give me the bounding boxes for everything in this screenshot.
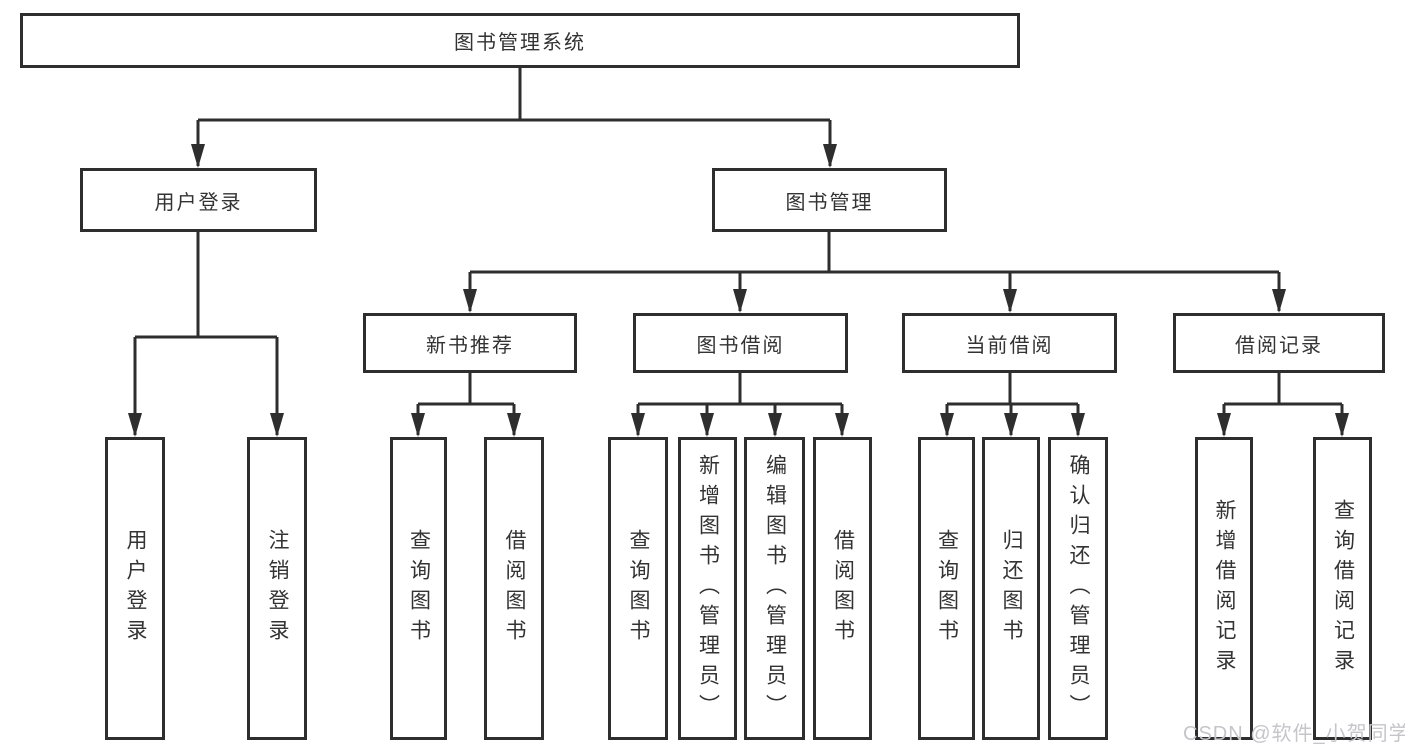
leaf-borrow-books-nb: 借阅图书 bbox=[484, 437, 544, 740]
node-new-book-recommendation: 新书推荐 bbox=[363, 313, 577, 373]
connector-path bbox=[133, 68, 1344, 435]
arrowhead-icon bbox=[191, 144, 205, 168]
leaf-query-books-nb: 查询图书 bbox=[390, 437, 447, 740]
arrowhead-icon bbox=[823, 144, 837, 168]
node-current-borrowing: 当前借阅 bbox=[902, 313, 1117, 373]
arrowhead-icon bbox=[1217, 413, 1231, 437]
arrowhead-icon bbox=[631, 413, 645, 437]
leaf-add-borrow-record: 新增借阅记录 bbox=[1195, 437, 1253, 740]
arrowhead-icon bbox=[1272, 289, 1286, 313]
arrowhead-icon bbox=[733, 289, 747, 313]
arrowhead-icon bbox=[768, 413, 782, 437]
watermark: CSDN @软件_小贺同学 bbox=[1183, 723, 1405, 745]
leaf-logout: 注销登录 bbox=[247, 437, 307, 740]
leaf-query-books-bb: 查询图书 bbox=[608, 437, 668, 740]
leaf-return-books: 归还图书 bbox=[982, 437, 1040, 740]
leaf-user-login: 用户登录 bbox=[105, 437, 165, 740]
leaf-edit-books-admin: 编辑图书（管理员） bbox=[744, 437, 805, 740]
leaf-query-books-cb: 查询图书 bbox=[918, 437, 975, 740]
leaf-add-books-admin: 新增图书（管理员） bbox=[678, 437, 737, 740]
arrowhead-icon bbox=[1003, 289, 1017, 313]
node-book-borrowing: 图书借阅 bbox=[633, 313, 848, 373]
leaf-confirm-return-admin: 确认归还（管理员） bbox=[1048, 437, 1108, 740]
arrowhead-icon bbox=[270, 413, 284, 437]
arrowhead-icon bbox=[1071, 413, 1085, 437]
leaf-query-borrow-record: 查询借阅记录 bbox=[1313, 437, 1372, 740]
node-user-login: 用户登录 bbox=[80, 168, 317, 232]
arrowhead-icon bbox=[940, 413, 954, 437]
arrowhead-icon bbox=[507, 413, 521, 437]
node-library-management-system: 图书管理系统 bbox=[20, 13, 1020, 68]
arrowhead-icon bbox=[700, 413, 714, 437]
arrowhead-icon bbox=[1004, 413, 1018, 437]
arrowhead-icon bbox=[411, 413, 425, 437]
arrowhead-icon bbox=[463, 289, 477, 313]
arrowhead-icon bbox=[128, 413, 142, 437]
node-borrowing-records: 借阅记录 bbox=[1173, 313, 1385, 373]
node-book-management: 图书管理 bbox=[712, 168, 947, 232]
arrowhead-icon bbox=[1335, 413, 1349, 437]
leaf-borrow-books-bb: 借阅图书 bbox=[813, 437, 872, 740]
arrowhead-icon bbox=[835, 413, 849, 437]
